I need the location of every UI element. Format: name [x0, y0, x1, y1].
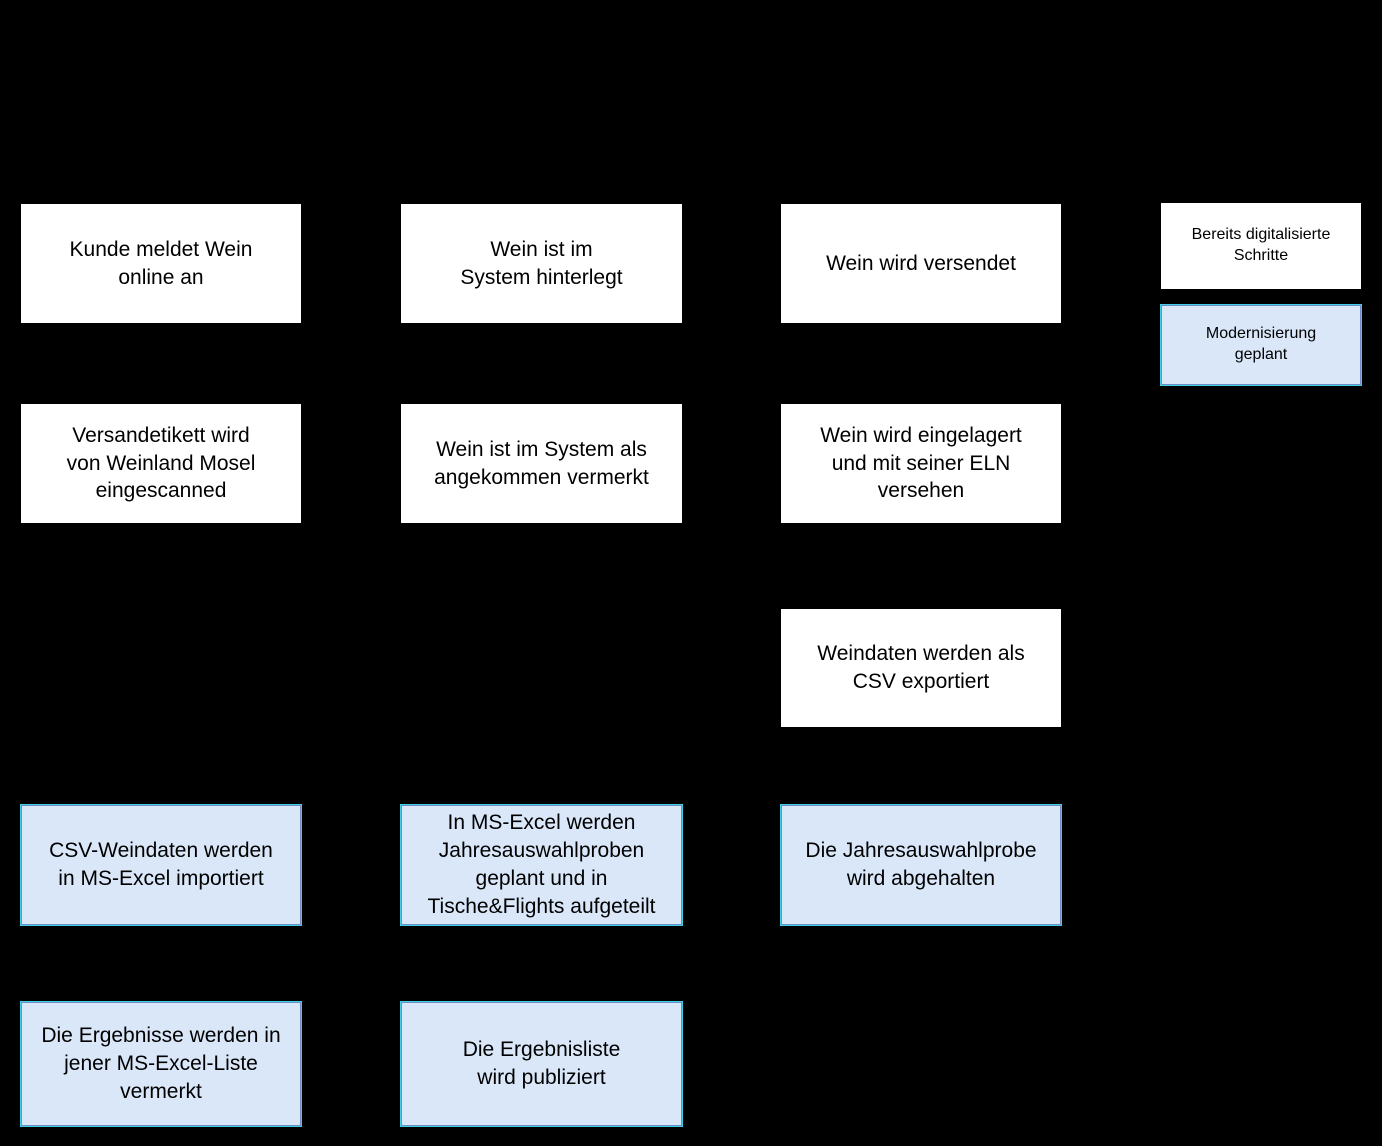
legend-item-bereits-digitalisierte-schritte[interactable]: Bereits digitalisierte Schritte: [1161, 203, 1361, 289]
legend-item-bereits-digitalisierte-schritte-label: Bereits digitalisierte Schritte: [1191, 226, 1331, 264]
versandetikett-wird-eingescanned-label: Versandetikett wird von Weinland Mosel e…: [66, 423, 256, 503]
versandetikett-wird-eingescanned[interactable]: Versandetikett wird von Weinland Mosel e…: [21, 404, 301, 523]
wein-ist-im-system-als-angekommen-vermerkt[interactable]: Wein ist im System als angekommen vermer…: [401, 404, 682, 523]
wein-wird-versendet-label: Wein wird versendet: [826, 251, 1016, 275]
wein-ist-im-system-als-angekommen-vermerkt-label: Wein ist im System als angekommen vermer…: [434, 437, 649, 489]
ergebnisliste-wird-publiziert[interactable]: Die Ergebnisliste wird publiziert: [401, 1002, 682, 1126]
wein-ist-im-system-hinterlegt[interactable]: Wein ist im System hinterlegt: [401, 204, 682, 323]
jahresauswahlproben-geplant-in-excel[interactable]: In MS-Excel werden Jahresauswahlproben g…: [401, 805, 682, 925]
weindaten-werden-als-csv-exportiert-label: Weindaten werden als CSV exportiert: [817, 642, 1025, 693]
jahresauswahlproben-geplant-in-excel-label: In MS-Excel werden Jahresauswahlproben g…: [427, 811, 656, 918]
legend-item-modernisierung-geplant-label: Modernisierung geplant: [1205, 325, 1317, 363]
wein-wird-versendet[interactable]: Wein wird versendet: [781, 204, 1061, 323]
csv-weindaten-in-ms-excel-importiert-label: CSV-Weindaten werden in MS-Excel importi…: [49, 839, 273, 890]
kunde-meldet-wein-online-an[interactable]: Kunde meldet Wein online an: [21, 204, 301, 323]
weindaten-werden-als-csv-exportiert[interactable]: Weindaten werden als CSV exportiert: [781, 609, 1061, 727]
jahresauswahlprobe-wird-abgehalten-label: Die Jahresauswahlprobe wird abgehalten: [805, 839, 1037, 890]
kunde-meldet-wein-online-an-label: Kunde meldet Wein online an: [69, 237, 253, 289]
wein-wird-eingelagert-mit-eln[interactable]: Wein wird eingelagert und mit seiner ELN…: [781, 404, 1061, 523]
ergebnisse-in-ms-excel-liste-vermerkt-label: Die Ergebnisse werden in jener MS-Excel-…: [41, 1024, 281, 1103]
wein-wird-eingelagert-mit-eln-label: Wein wird eingelagert und mit seiner ELN…: [820, 423, 1022, 503]
legend-item-modernisierung-geplant[interactable]: Modernisierung geplant: [1161, 305, 1361, 385]
ergebnisliste-wird-publiziert-label: Die Ergebnisliste wird publiziert: [462, 1038, 621, 1089]
wein-ist-im-system-hinterlegt-label: Wein ist im System hinterlegt: [460, 237, 623, 289]
ergebnisse-in-ms-excel-liste-vermerkt[interactable]: Die Ergebnisse werden in jener MS-Excel-…: [21, 1002, 301, 1126]
csv-weindaten-in-ms-excel-importiert[interactable]: CSV-Weindaten werden in MS-Excel importi…: [21, 805, 301, 925]
jahresauswahlprobe-wird-abgehalten[interactable]: Die Jahresauswahlprobe wird abgehalten: [781, 805, 1061, 925]
